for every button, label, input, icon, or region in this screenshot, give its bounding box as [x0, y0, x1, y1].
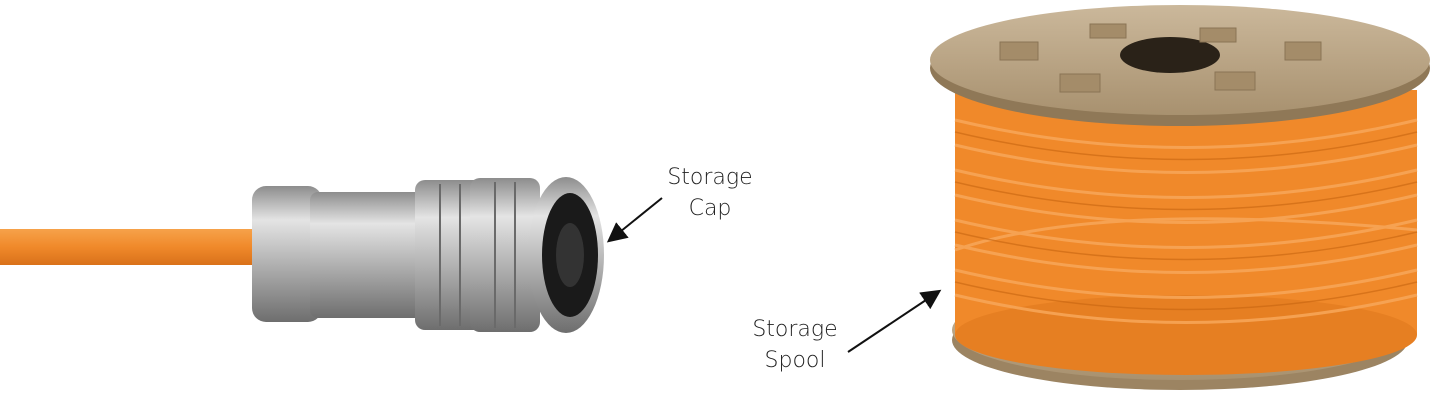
spool-label-line1: Storage: [752, 317, 838, 342]
storage-spool-label: Storage Spool: [740, 314, 850, 376]
cap-arrow: [606, 197, 663, 243]
spool: [930, 5, 1430, 390]
cap-label-line1: Storage: [667, 165, 753, 190]
cap-label-line2: Cap: [688, 196, 732, 221]
storage-cap-label: Storage Cap: [655, 162, 765, 224]
spool-label-line2: Spool: [764, 348, 826, 373]
cable: [0, 229, 270, 265]
spool-arrow: [847, 289, 942, 353]
connector: [252, 177, 604, 333]
